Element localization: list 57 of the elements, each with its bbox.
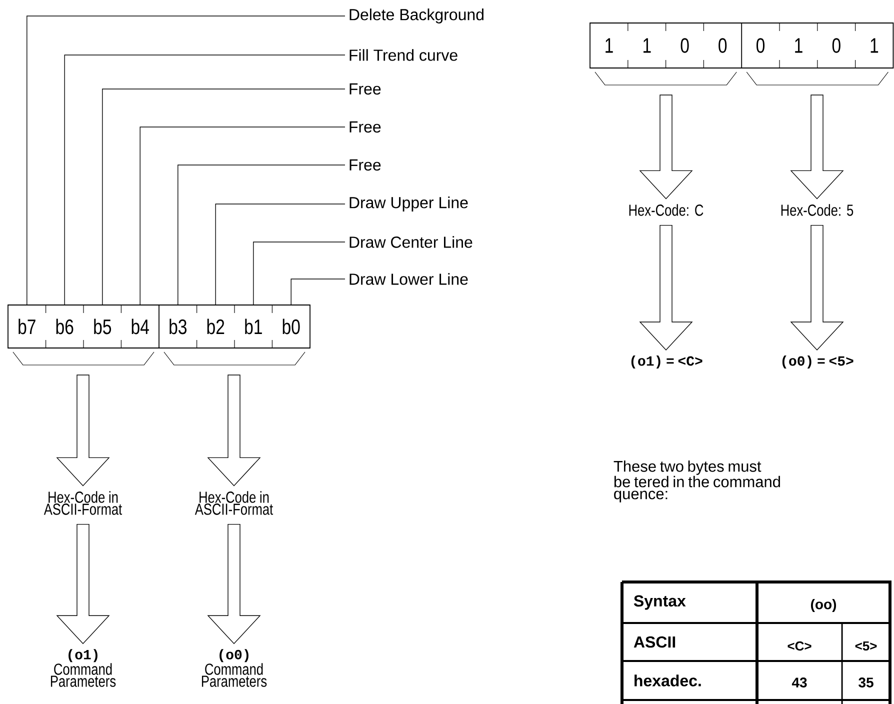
hollow-arrow bbox=[639, 94, 693, 200]
bit-value: 0 bbox=[832, 38, 840, 53]
step-text: Hex-Code: C bbox=[629, 204, 704, 216]
bit-label: Free bbox=[350, 121, 381, 133]
bit-label: Draw Upper Line bbox=[350, 196, 468, 212]
paragraph: These two bytes must be tered in the command quence: bbox=[614, 460, 780, 502]
hollow-arrow bbox=[207, 374, 261, 486]
parameter-text: (o0) Command Parameters bbox=[202, 649, 267, 687]
bit-name: b3 bbox=[170, 318, 186, 334]
leader-line bbox=[178, 164, 346, 305]
leader-line bbox=[215, 204, 346, 305]
leader-line bbox=[253, 242, 346, 305]
bit-value: 1 bbox=[606, 38, 613, 53]
table-cell: hexadec. bbox=[634, 674, 701, 686]
bit-name: b1 bbox=[245, 318, 262, 334]
bit-value: 1 bbox=[644, 38, 651, 53]
bit-name: b5 bbox=[94, 318, 112, 334]
bit-label: Free bbox=[350, 159, 381, 171]
table-cell: <5> bbox=[855, 641, 877, 651]
bit-name: b7 bbox=[18, 318, 36, 334]
hollow-arrow bbox=[56, 524, 110, 644]
bit-label: Delete Background bbox=[350, 8, 484, 24]
bit-label: Draw Lower Line bbox=[350, 273, 468, 285]
bit-name: b2 bbox=[207, 318, 224, 334]
hollow-arrow bbox=[790, 94, 844, 200]
leader-line bbox=[26, 16, 346, 305]
table-cell: 43 bbox=[792, 678, 807, 688]
parameter-text: (o0) = <5> bbox=[782, 355, 854, 369]
leader-line bbox=[140, 126, 346, 305]
leader-line bbox=[102, 88, 346, 305]
table-cell: <C> bbox=[788, 641, 812, 651]
bit-value: 1 bbox=[795, 38, 802, 53]
leader-line bbox=[290, 278, 346, 305]
hollow-arrow bbox=[56, 374, 110, 486]
leader-line bbox=[64, 54, 346, 305]
parameter-text: (o1) = <C> bbox=[631, 355, 702, 369]
bit-label: Draw Center Line bbox=[350, 236, 472, 248]
table-cell: Syntax bbox=[634, 595, 686, 610]
table-cell: (oo) bbox=[810, 598, 836, 612]
bit-value: 1 bbox=[870, 38, 878, 53]
bit-label: Fill Trend curve bbox=[350, 49, 458, 61]
hollow-arrow bbox=[639, 224, 693, 351]
bit-value: 0 bbox=[718, 38, 727, 53]
hollow-arrow bbox=[790, 224, 844, 351]
bit-name: b4 bbox=[132, 318, 149, 334]
bit-value: 0 bbox=[756, 38, 765, 53]
table-cell: 35 bbox=[858, 678, 874, 688]
parameter-text: (o1) Command Parameters bbox=[50, 649, 116, 687]
step-text: Hex-Code in ASCII-Format bbox=[194, 491, 274, 515]
bit-name: b0 bbox=[282, 318, 300, 334]
bit-name: b6 bbox=[56, 318, 74, 334]
bit-value: 0 bbox=[680, 38, 689, 53]
table-cell: ASCII bbox=[634, 636, 676, 648]
step-text: Hex-Code in ASCII-Format bbox=[44, 491, 122, 515]
step-text: Hex-Code: 5 bbox=[781, 204, 854, 216]
bit-label: Free bbox=[350, 83, 381, 95]
hollow-arrow bbox=[207, 524, 261, 644]
